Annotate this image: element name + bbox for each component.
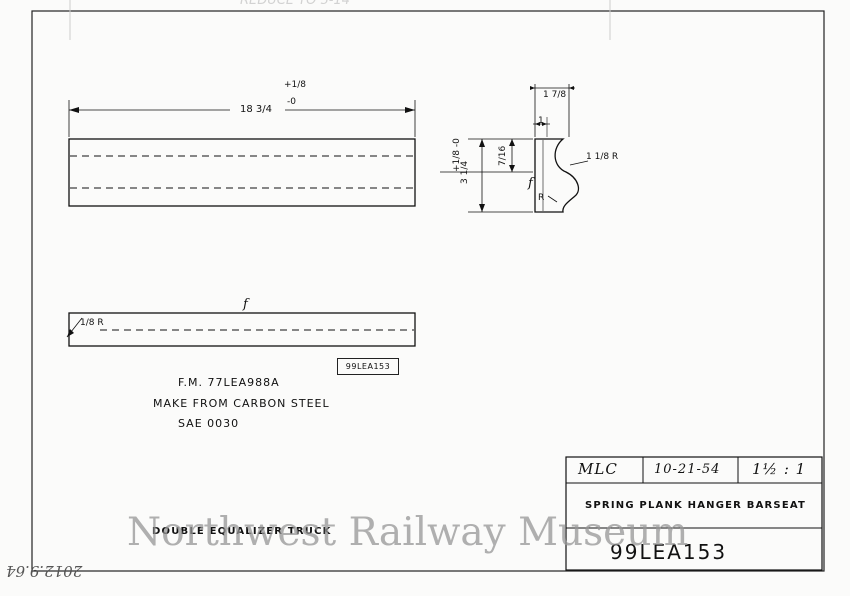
drawing-number: 99LEA153 [610,540,728,564]
radius-dimension-small: R [538,193,545,203]
reduce-note: REDUCE TO 5-14 [240,0,351,8]
drawing-date: 10-21-54 [654,462,721,477]
length-dimension: 18 3/4 [240,104,272,115]
drawing-number-stamp: 99LEA153 [337,358,399,375]
bar-side-view [68,312,416,347]
end-width-dimension: 1 7/8 [543,90,567,100]
title-block [565,456,823,571]
sheet-border [31,10,825,572]
side-tolerance: +1/8 -0 [452,138,462,172]
end-radius-dimension: 1/8 R [80,318,104,328]
note-line-2: MAKE FROM CARBON STEEL [153,397,330,410]
truck-type-label: DOUBLE EQUALIZER TRUCK [152,526,332,537]
drawing-scale: 1½ : 1 [752,460,807,478]
radius-dimension: 1 1/8 R [586,152,619,162]
length-tolerance-plus: +1/8 [284,80,307,90]
end-view-profile [534,138,580,213]
inner-width-dimension: 1 [538,116,544,126]
bar-top-view [68,138,416,207]
drawing-title: SPRING PLANK HANGER BARSEAT [585,500,807,511]
finish-mark: f [243,297,248,312]
inner-height-dimension: 7/16 [498,145,508,166]
note-line-1: F.M. 77LEA988A [178,376,280,389]
drawn-by: MLC [578,460,618,478]
catalog-number: 2012.9.64 [6,562,83,580]
note-line-3: SAE 0030 [178,417,240,430]
museum-watermark: Northwest Railway Museum [127,510,689,555]
length-tolerance-minus: -0 [287,97,296,107]
finish-mark: f [528,176,533,191]
